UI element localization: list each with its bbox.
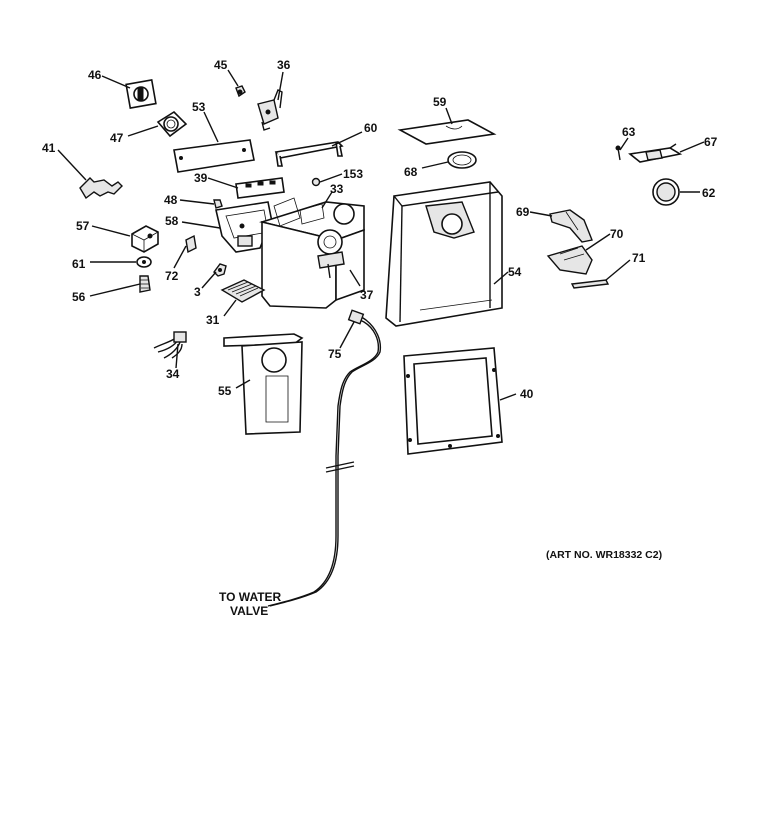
callout-75: 75 — [328, 347, 342, 361]
part-62-lens — [652, 178, 680, 206]
callout-58: 58 — [165, 214, 179, 228]
art-number: (ART NO. WR18332 C2) — [546, 549, 662, 561]
callout-71: 71 — [632, 251, 646, 265]
callout-36: 36 — [277, 58, 291, 72]
part-33-housing — [259, 197, 365, 309]
part-54-dispenser-frame — [385, 181, 503, 327]
callout-69: 69 — [516, 205, 530, 219]
part-36-switch — [257, 89, 283, 131]
part-69-arm — [549, 209, 593, 243]
part-63-screw — [615, 145, 621, 161]
callout-153: 153 — [343, 167, 363, 181]
part-56-spring — [139, 275, 151, 293]
callout-55: 55 — [218, 384, 232, 398]
part-72-clip — [185, 234, 197, 254]
callout-59: 59 — [433, 95, 447, 109]
part-47-bezel — [156, 110, 188, 138]
part-31-grille — [220, 279, 266, 303]
callout-63: 63 — [622, 125, 636, 139]
part-67-lamp-bracket — [628, 143, 683, 163]
part-75-water-tube — [267, 309, 382, 607]
callout-72: 72 — [165, 269, 179, 283]
callout-37: 37 — [360, 288, 374, 302]
callout-54: 54 — [508, 265, 522, 279]
part-57-solenoid — [131, 225, 159, 253]
callout-61: 61 — [72, 257, 86, 271]
callout-67: 67 — [704, 135, 718, 149]
part-70-actuator — [546, 245, 593, 275]
part-34-wire-harness — [153, 331, 187, 359]
leader-lines — [57, 69, 705, 401]
callout-70: 70 — [610, 227, 624, 241]
part-153-screw — [311, 177, 321, 187]
part-60-bracket — [274, 141, 344, 167]
callout-39: 39 — [194, 171, 208, 185]
callout-33: 33 — [330, 182, 344, 196]
callout-57: 57 — [76, 219, 90, 233]
callout-45: 45 — [214, 58, 228, 72]
part-58-bracket — [215, 201, 275, 253]
part-46-knob — [125, 78, 157, 110]
part-3-lever — [213, 263, 227, 277]
water-valve-label-line1: TO WATER — [219, 590, 282, 604]
callout-3: 3 — [194, 285, 201, 299]
callout-56: 56 — [72, 290, 86, 304]
callout-68: 68 — [404, 165, 418, 179]
part-45-clip — [235, 85, 246, 98]
water-valve-label-line2: VALVE — [230, 604, 268, 618]
callout-53: 53 — [192, 100, 206, 114]
callout-48: 48 — [164, 193, 178, 207]
callout-labels: 46 45 36 53 59 60 47 41 39 153 33 48 58 … — [42, 58, 718, 401]
callout-47: 47 — [110, 131, 124, 145]
part-48-screw — [213, 199, 223, 209]
part-68-ring — [447, 151, 477, 169]
callout-41: 41 — [42, 141, 56, 155]
callout-60: 60 — [364, 121, 378, 135]
part-53-cover-plate — [173, 139, 255, 173]
callout-62: 62 — [702, 186, 716, 200]
part-61-cam — [136, 256, 152, 268]
callout-34: 34 — [166, 367, 180, 381]
part-55-recess-panel — [223, 333, 304, 435]
callout-46: 46 — [88, 68, 102, 82]
callout-40: 40 — [520, 387, 534, 401]
part-40-gasket — [403, 347, 503, 455]
part-59-plate — [397, 119, 497, 145]
callout-31: 31 — [206, 313, 220, 327]
part-71-light-strip — [570, 279, 610, 289]
part-41-actuator-arm — [79, 177, 123, 200]
part-39-control-board — [235, 177, 285, 199]
